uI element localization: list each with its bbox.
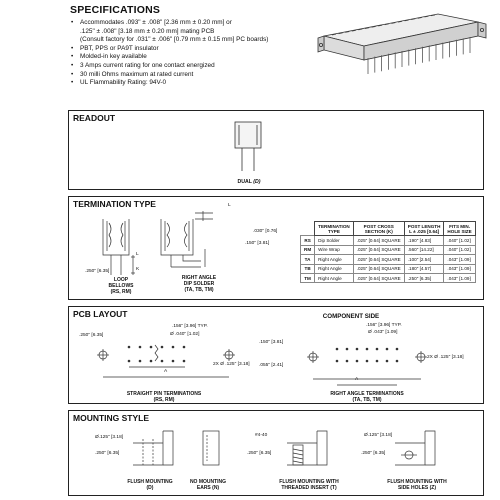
term-dim-150: .150" [3.81]: [245, 241, 270, 246]
right-angle-caption: RIGHT ANGLE TERMINATIONS (TA, TB, TM): [330, 391, 404, 403]
table-corner: [300, 221, 315, 236]
term-dim-250: .250" [6.35]: [85, 269, 110, 274]
table-cell-hole: .043" [1.09]: [443, 263, 476, 274]
pcb-right-043: Ø .043" [1.09]: [368, 330, 398, 335]
table-cell-section: .025" [0.64] SQUARE: [352, 263, 405, 274]
spec-bullet: UL Flammability Rating: 94V-0: [70, 79, 320, 88]
connector-illustration: [317, 13, 487, 74]
table-cell-hole: .040" [1.02]: [443, 235, 476, 246]
spec-bullet: Accommodates .093" ± .008" [2.36 mm ± 0.…: [70, 19, 320, 28]
specifications-list: Accommodates .093" ± .008" [2.36 mm ± 0.…: [70, 19, 320, 88]
straight-pin-layout: [97, 344, 235, 378]
mount4-250: .250" [6.35]: [361, 451, 386, 456]
pcb-left-156: .156" [3.96] TYP.: [172, 324, 208, 329]
table-cell-length: .100" [2.54]: [403, 254, 445, 265]
table-cell-length: .250" [6.35]: [403, 272, 445, 284]
table-cell-code: RM: [299, 244, 316, 256]
mount1-dia: Ø.125" [3.18]: [95, 435, 124, 440]
loop-bellows-label: LOOP BELLOWS (RS, RM): [108, 277, 134, 295]
table-cell-code: TA: [299, 254, 316, 265]
termination-title: TERMINATION TYPE: [73, 199, 156, 209]
pcb-left-250: .250" [6.35]: [79, 333, 104, 338]
pcb-layout-section: PCB LAYOUT COMPONENT SIDE .156" [3.96] T…: [68, 306, 484, 404]
spec-bullet: 30 milli Ohms maximum at rated current: [70, 71, 320, 80]
table-cell-length: .190" [4.83]: [403, 235, 445, 246]
spec-bullet: PBT, PPS or PA9T insulator: [70, 45, 320, 54]
component-side-label: COMPONENT SIDE: [322, 313, 380, 320]
term-dim-030: .030" [0.76]: [253, 229, 278, 234]
pcb-right-156: .156" [3.96] TYP.: [366, 323, 402, 328]
table-cell-code: TM: [299, 272, 316, 284]
pcb-left-040: Ø .040" [1.02]: [170, 332, 200, 337]
pcb-right-a: A: [355, 377, 359, 382]
table-cell-hole: .043" [1.09]: [443, 272, 476, 284]
pcb-left-2x: 2X Ø .125" [3.18]: [213, 362, 250, 367]
table-cell-type: Wire Wrap: [314, 244, 354, 256]
term-letter-k: K: [136, 267, 140, 272]
mount-side-holes-drawing: [395, 430, 436, 466]
table-cell-code: TB: [299, 263, 316, 274]
mount2-label: NO MOUNTING EARS (N): [189, 479, 227, 491]
mount4-label: FLUSH MOUNTING WITH SIDE HOLES (Z): [387, 479, 447, 491]
term-letter-l2: L: [228, 203, 231, 208]
term-letter-l: L: [136, 252, 139, 257]
right-angle-label: RIGHT ANGLE DIP SOLDER (TA, TB, TM): [181, 275, 217, 293]
table-cell-section: .025" [0.64] SQUARE: [352, 254, 405, 265]
termination-section: TERMINATION TYPE L K .250" [6.35] LOOP B…: [68, 196, 484, 300]
readout-section: READOUT DUAL (D): [68, 110, 484, 190]
pcb-left-a: A: [164, 369, 168, 374]
spec-bullet: .125" ± .008" [3.18 mm ± 0.20 mm] mating…: [80, 27, 215, 35]
readout-label: DUAL (D): [237, 179, 261, 185]
mount-flush-drawing: [133, 430, 174, 466]
loop-bellows-drawing: [102, 219, 135, 275]
table-cell-length: .180" [4.57]: [403, 263, 445, 274]
table-cell-hole: .043" [1.09]: [443, 254, 476, 265]
table-cell-hole: .040" [1.02]: [443, 244, 476, 256]
pcb-right-2x: 2X Ø .125" [3.18]: [427, 355, 464, 360]
mount1-label: FLUSH MOUNTING (D): [127, 479, 173, 491]
spec-bullet: (Consult factory for .031" ± .006" [0.79…: [80, 36, 269, 44]
right-angle-layout: [307, 347, 427, 386]
straight-pin-caption: STRAIGHT PIN TERMINATIONS (RS, RM): [126, 391, 202, 403]
mount-no-ears-drawing: [202, 430, 220, 466]
table-header-cell: POST CROSS SECTION (K): [352, 220, 405, 237]
table-cell-type: Right Angle: [314, 263, 354, 274]
table-cell-type: Right Angle: [314, 272, 354, 284]
table-cell-type: Right Angle: [314, 254, 354, 265]
mount3-thread: #4-40: [255, 433, 268, 438]
mounting-section: MOUNTING STYLE Ø.125" [3.18] .250" [6.35…: [68, 410, 484, 496]
spec-bullet: 3 Amps current rating for one contact en…: [70, 62, 320, 71]
mount3-250: .250" [6.35]: [247, 451, 272, 456]
table-cell-length: .560" [14.22]: [403, 244, 445, 256]
mounting-title: MOUNTING STYLE: [73, 413, 150, 423]
pcb-right-150: .150" [3.81]: [259, 340, 284, 345]
table-header-cell: POST LENGTH L ± .025 [0.64]: [403, 220, 445, 237]
readout-drawing: [234, 121, 262, 171]
table-cell-type: Dip Solder: [314, 235, 354, 246]
table-cell-code: RS: [299, 235, 316, 246]
table-cell-section: .025" [0.64] SQUARE: [352, 235, 405, 246]
right-angle-drawing: [160, 211, 213, 268]
mount3-label: FLUSH MOUNTING WITH THREADED INSERT (T): [279, 479, 339, 491]
pcb-right-055: .055" [2.41]: [259, 363, 284, 368]
spec-bullet: Molded-in key available: [70, 53, 320, 62]
table-header-cell: FITS MIN. HOLE SIZE: [443, 220, 476, 237]
mount1-250: .250" [6.35]: [95, 451, 120, 456]
mount-threaded-drawing: [287, 430, 328, 466]
table-cell-section: .025" [0.64] SQUARE: [352, 244, 405, 256]
mount4-dia: Ø.125" [3.18]: [364, 433, 393, 438]
pcb-layout-title: PCB LAYOUT: [73, 309, 128, 319]
readout-title: READOUT: [73, 113, 116, 123]
table-cell-section: .025" [0.64] SQUARE: [352, 272, 405, 284]
table-header-cell: TERMINATION TYPE: [314, 220, 354, 237]
specifications-title: SPECIFICATIONS: [70, 4, 161, 16]
